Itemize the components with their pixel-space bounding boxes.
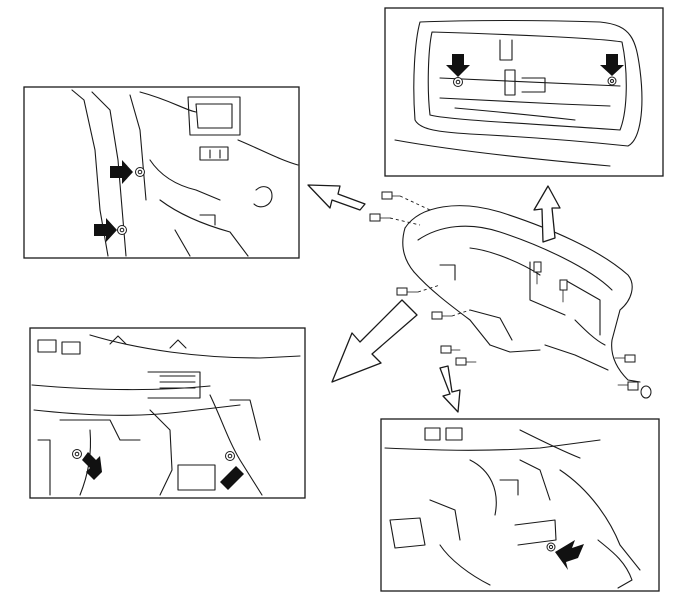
panel-lower-left-bolt-1 xyxy=(72,449,82,459)
callout-arrow xyxy=(600,54,624,76)
dashboard-bolt xyxy=(431,311,453,320)
panel-lower-left xyxy=(29,327,306,499)
dashboard-bolt xyxy=(614,354,636,363)
dashboard-bolt xyxy=(369,213,391,222)
panel-lower-right xyxy=(380,418,660,592)
direction-arrow-to-lower-left xyxy=(331,299,418,383)
callout-arrow xyxy=(555,540,584,570)
panel-upper-right xyxy=(384,7,664,177)
panel-lower-left-bolt-2 xyxy=(225,451,235,461)
dashboard-assembly xyxy=(369,191,652,399)
dashboard-bolt xyxy=(617,381,639,391)
callout-arrow xyxy=(94,218,117,242)
panel-upper-right-bolt-1 xyxy=(453,77,463,87)
callout-arrow xyxy=(110,160,133,184)
dashboard-bolt xyxy=(640,385,652,399)
panel-upper-right-drawing xyxy=(394,19,643,167)
panel-lower-right-frame xyxy=(380,418,660,592)
panel-lower-left-drawing xyxy=(31,334,301,496)
panel-upper-right-bolt-2 xyxy=(607,76,617,86)
direction-arrow-to-lower-right xyxy=(439,365,461,413)
dashboard-bolt xyxy=(381,191,401,200)
direction-arrow-to-upper-right xyxy=(533,185,561,243)
callout-arrow xyxy=(446,54,470,77)
callout-arrow xyxy=(82,452,102,480)
direction-arrow-to-upper-left xyxy=(307,184,366,211)
dashboard-bolt xyxy=(533,261,542,285)
panel-upper-left-bolt-1 xyxy=(135,167,145,177)
dashboard-bolt xyxy=(396,287,419,296)
dashboard-bolt xyxy=(455,357,477,366)
panel-lower-right-bolt-1 xyxy=(546,542,556,552)
panel-upper-left xyxy=(23,86,300,259)
panel-lower-right-drawing xyxy=(384,427,641,589)
dashboard-bolt xyxy=(559,279,568,303)
callout-arrow xyxy=(220,466,244,490)
dashboard-bolt xyxy=(440,345,461,354)
panel-upper-left-bolt-2 xyxy=(117,225,127,235)
